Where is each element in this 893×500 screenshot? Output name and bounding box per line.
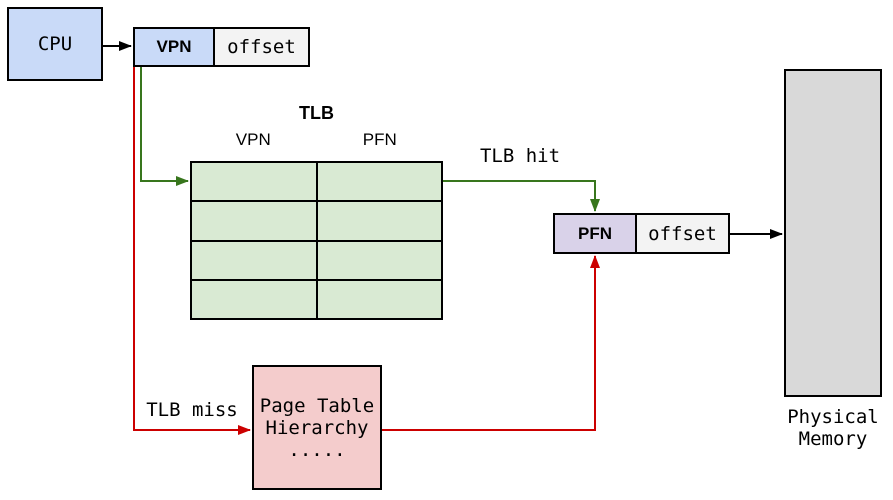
arrow-tlb-hit-to-pfn	[443, 180, 600, 212]
page-table-label-line1: Page Table	[259, 394, 375, 417]
tlb-table	[190, 161, 443, 320]
tlb-hit-label: TLB hit	[479, 145, 561, 167]
cpu-box: CPU	[7, 7, 103, 81]
pfn-label: PFN	[578, 223, 612, 243]
physical-address-pfn-field: PFN	[555, 215, 635, 252]
tlb-cell	[192, 163, 316, 201]
cpu-label: CPU	[37, 33, 73, 55]
page-table-label-line3: .....	[288, 438, 346, 461]
physical-address-offset-field: offset	[635, 215, 728, 252]
physical-memory-label: Physical Memory	[778, 406, 888, 450]
offset-label: offset	[227, 36, 296, 58]
tlb-cell	[192, 280, 316, 318]
tlb-column-headers: VPN PFN	[190, 130, 443, 150]
offset-label: offset	[648, 222, 717, 245]
physical-memory-label-line2: Memory	[798, 428, 868, 450]
tlb-pfn-column-header: PFN	[362, 130, 397, 149]
page-table-label-line2: Hierarchy	[265, 416, 369, 439]
physical-memory-label-line1: Physical	[787, 406, 879, 428]
tlb-cell	[192, 241, 316, 279]
tlb-cell	[192, 202, 316, 240]
tlb-cell	[317, 202, 441, 240]
physical-memory-box	[784, 69, 882, 397]
tlb-title: TLB	[299, 103, 334, 123]
physical-address-box: PFN offset	[553, 213, 730, 254]
virtual-address-vpn-field: VPN	[135, 29, 213, 65]
page-table-hierarchy-box: Page Table Hierarchy .....	[252, 365, 382, 490]
tlb-miss-label: TLB miss	[146, 399, 238, 421]
tlb-cell	[317, 241, 441, 279]
vpn-label: VPN	[156, 37, 192, 56]
virtual-address-offset-field: offset	[213, 29, 308, 65]
arrow-virtual-address-to-tlb	[140, 67, 189, 186]
tlb-cell	[317, 163, 441, 201]
virtual-address-box: VPN offset	[133, 27, 310, 67]
tlb-vpn-column-header: VPN	[235, 130, 271, 149]
tlb-cell	[317, 280, 441, 318]
